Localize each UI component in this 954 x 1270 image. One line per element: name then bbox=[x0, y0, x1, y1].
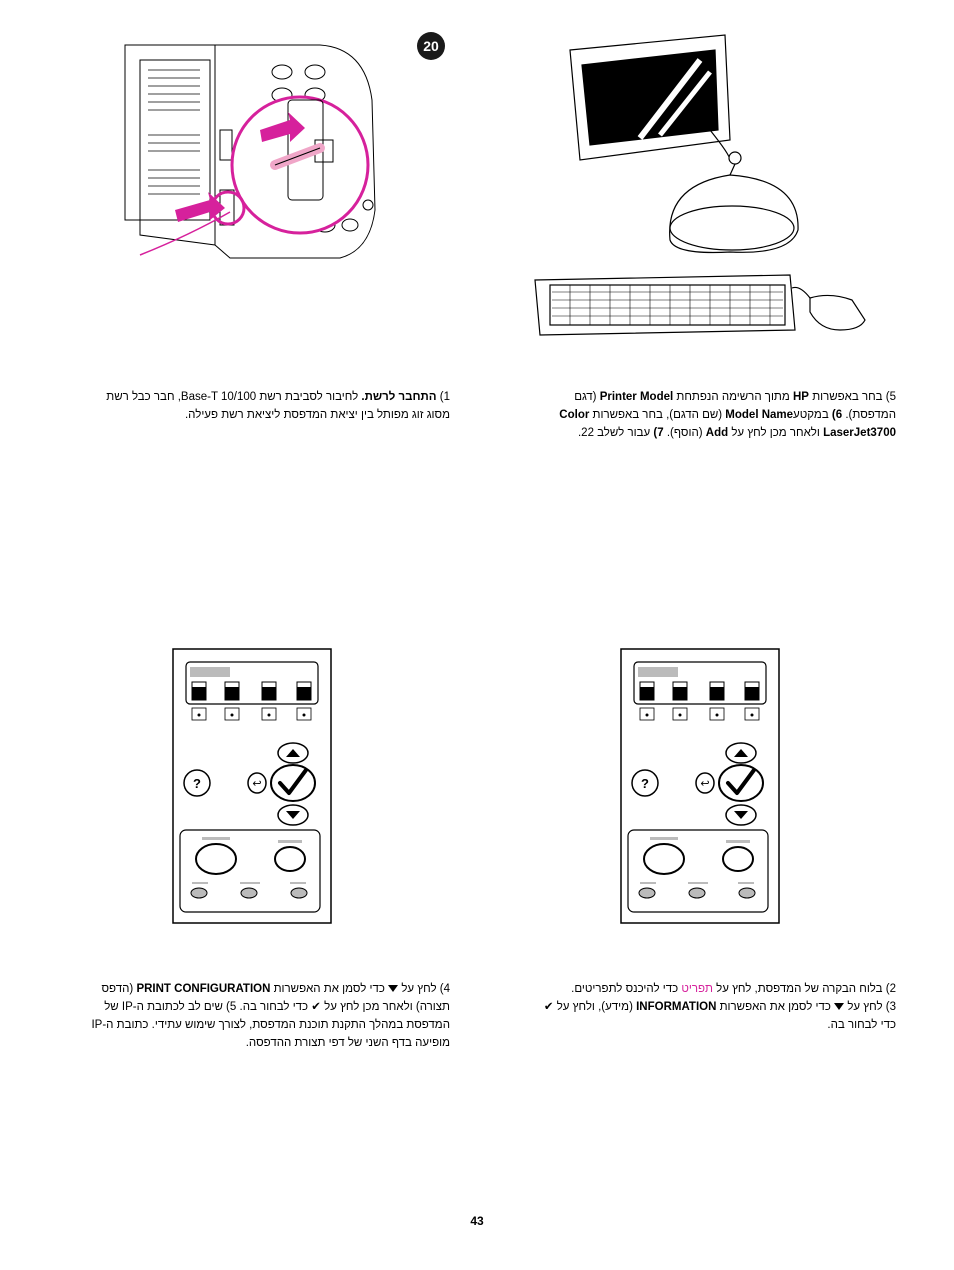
step-7-number: 7) bbox=[653, 427, 664, 439]
svg-text:↩: ↩ bbox=[700, 777, 709, 790]
checkmark-icon: ✔ bbox=[543, 1001, 554, 1013]
step-5-ip-text-line2: המדפסת במהלך התקנת תוכנת המדפסת, לצורך ש… bbox=[91, 1019, 450, 1031]
down-arrow-icon bbox=[834, 1003, 845, 1011]
step-5-text-end: (דגם bbox=[574, 391, 597, 403]
laserjet-model-label: LaserJet3700 bbox=[823, 427, 896, 439]
menu-instructions: 2) בלוח הבקרה של המדפסת, לחץ על תפריט כד… bbox=[520, 980, 896, 1034]
printer-model-label: Printer Model bbox=[599, 391, 674, 403]
step-4-text-end: (הדפס bbox=[101, 983, 134, 995]
page-number: 43 bbox=[470, 1214, 484, 1228]
network-instructions: 1) התחבר לרשת. לחיבור לסביבת רשת Base-T … bbox=[60, 388, 450, 424]
step-6-number: 6) bbox=[831, 409, 843, 421]
step-5-text: 5) בחר באפשרות bbox=[812, 391, 896, 403]
step-3-text: לחץ על bbox=[847, 1001, 883, 1013]
color-option-label: Color bbox=[559, 409, 590, 421]
step-1-number: 1) bbox=[439, 391, 450, 403]
config-instructions: 4) לחץ על כדי לסמן את האפשרות PRINT CONF… bbox=[60, 980, 450, 1052]
control-panel-illustration-right: ↩? bbox=[620, 648, 780, 924]
control-panel-drawing: ↩? bbox=[620, 648, 780, 924]
checkmark-icon: ✔ bbox=[311, 1001, 321, 1013]
svg-text:?: ? bbox=[193, 776, 201, 791]
step-1-text-line2: מסוג זוג מפותל בין יציאת המדפסת ליציאת ר… bbox=[184, 409, 450, 421]
step-5-text-mid: מתוך הרשימה הנפתחת bbox=[676, 391, 790, 403]
menu-button-label: תפריט bbox=[681, 983, 713, 995]
step-4-text-cont: תצורה) ולאחר מכן לחץ על bbox=[324, 1001, 450, 1013]
printer-network-illustration bbox=[124, 44, 376, 259]
step-2-text: בלוח הבקרה של המדפסת, לחץ על bbox=[716, 983, 883, 995]
step-1-heading: התחבר לרשת. bbox=[361, 391, 437, 403]
step-6-text: במקטע bbox=[793, 409, 829, 421]
step-1-text: לחיבור לסביבת רשת Base-T 10/100, חבר כבל… bbox=[106, 391, 359, 403]
control-panel-drawing: ↩? bbox=[172, 648, 332, 924]
step-3-text-line2: כדי לבחור בה. bbox=[827, 1019, 896, 1031]
step-3-text-end: (מידע), ולחץ על bbox=[556, 1001, 633, 1013]
step-5-ip-text: שים לב לכתובת ה-IP של bbox=[104, 1001, 223, 1013]
step-3-number: 3) bbox=[885, 1001, 896, 1013]
computer-illustration bbox=[534, 34, 866, 336]
print-configuration-label: PRINT CONFIGURATION bbox=[136, 983, 271, 995]
add-button-label: Add bbox=[705, 427, 729, 439]
step-number-badge: 20 bbox=[417, 32, 445, 60]
step-4-text-end2: כדי לבחור בה. bbox=[239, 1001, 309, 1013]
mac-instructions: 5) בחר באפשרות HP מתוך הרשימה הנפתחת Pri… bbox=[520, 388, 896, 442]
step-6-text-end: ולאחר מכן לחץ על bbox=[731, 427, 820, 439]
step-7-text: עבור לשלב 22. bbox=[577, 427, 651, 439]
step-4-text-mid: כדי לסמן את האפשרות bbox=[273, 983, 385, 995]
control-panel-illustration-left: ↩? bbox=[172, 648, 332, 924]
step-5-number: 5) bbox=[226, 1001, 237, 1013]
step-2-number: 2) bbox=[885, 983, 896, 995]
model-name-label: Model Name bbox=[725, 409, 794, 421]
hp-option-label: HP bbox=[793, 391, 809, 403]
step-3-text-mid: כדי לסמן את האפשרות bbox=[719, 1001, 831, 1013]
step-4-text: לחץ על bbox=[401, 983, 437, 995]
step-4-number: 4) bbox=[439, 983, 450, 995]
svg-text:↩: ↩ bbox=[252, 777, 261, 790]
step-5-text-cont: המדפסת). bbox=[845, 409, 896, 421]
step-6-text-mid: (שם הדגם), בחר באפשרות bbox=[592, 409, 723, 421]
step-5-ip-text-line3: מופיעה בדף השני של דפי תצורת ההדפסה. bbox=[245, 1037, 450, 1049]
add-translation: (הוסף). bbox=[666, 427, 703, 439]
step-2-text-end: כדי להיכנס לתפריטים. bbox=[571, 983, 679, 995]
information-label: INFORMATION bbox=[636, 1001, 717, 1013]
down-arrow-icon bbox=[388, 985, 399, 993]
svg-text:?: ? bbox=[641, 776, 649, 791]
